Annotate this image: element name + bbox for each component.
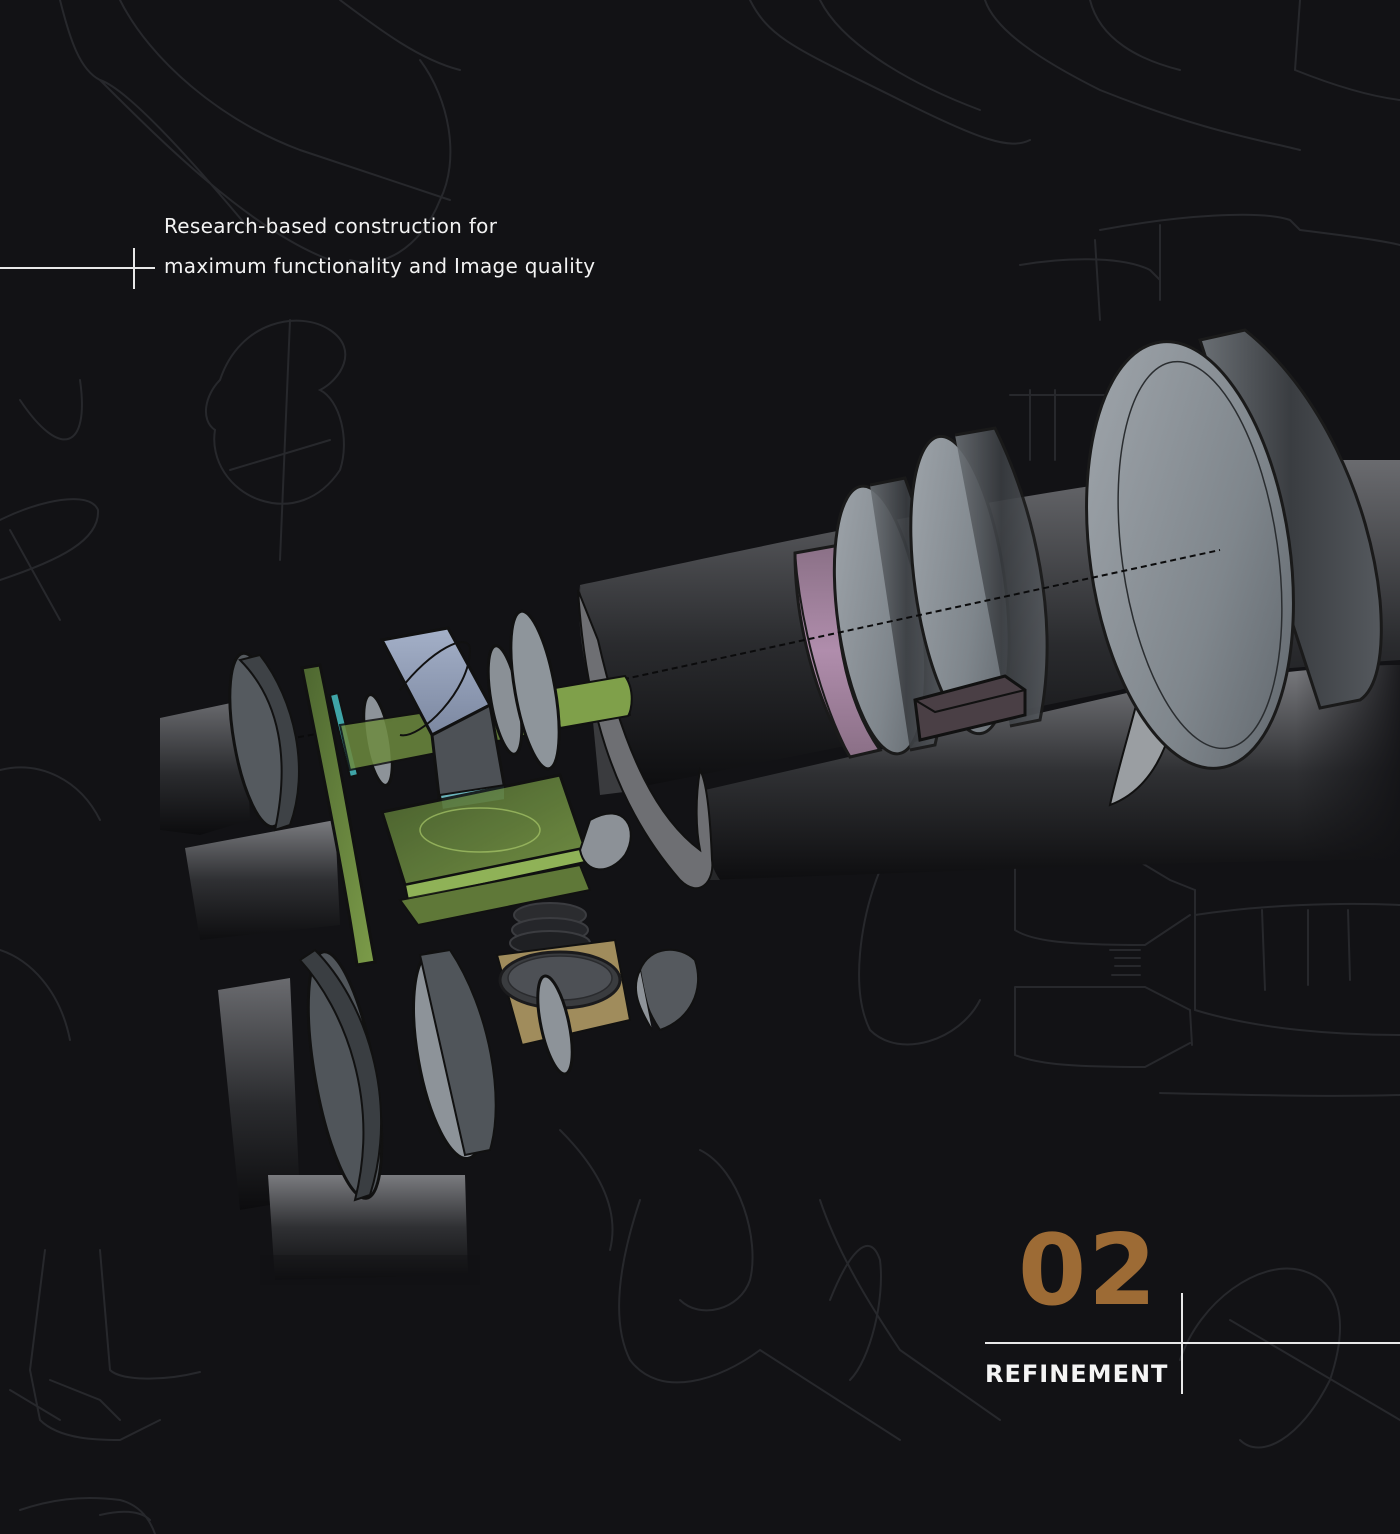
caption-horizontal-rule xyxy=(0,267,155,269)
main-tube-lower xyxy=(703,665,1400,880)
relay-lens-large xyxy=(509,609,561,771)
green-circuit-plates xyxy=(380,773,592,927)
eyepiece-lens-lower-1 xyxy=(298,948,384,1202)
caption-line-2: maximum functionality and Image quality xyxy=(164,254,596,278)
eyepiece-lens-lower-2 xyxy=(412,948,497,1161)
eyepiece-tube-upper xyxy=(160,700,340,940)
sensor-base-plate xyxy=(495,938,632,1047)
caption-line-1: Research-based construction for xyxy=(164,214,498,238)
eyepiece-tube-lower xyxy=(218,978,468,1280)
caption-vertical-tick xyxy=(133,248,135,289)
section-vertical-rule xyxy=(1181,1293,1183,1394)
green-mounting-plate xyxy=(300,663,377,967)
dome-element xyxy=(635,948,700,1032)
mirror-half-disc xyxy=(578,812,632,871)
section-number: 02 xyxy=(1018,1214,1159,1328)
sensor-lens-small xyxy=(536,974,574,1076)
eyepiece-lens-upper xyxy=(228,651,300,832)
shell-cutaway xyxy=(577,589,714,890)
lens-element-3-objective xyxy=(1085,328,1383,770)
caption-block: Research-based construction for maximum … xyxy=(164,206,595,286)
sensor-housing-box xyxy=(913,674,1027,742)
lens-element-2 xyxy=(909,426,1049,736)
section-title: REFINEMENT xyxy=(985,1360,1169,1388)
section-horizontal-rule xyxy=(985,1342,1400,1344)
